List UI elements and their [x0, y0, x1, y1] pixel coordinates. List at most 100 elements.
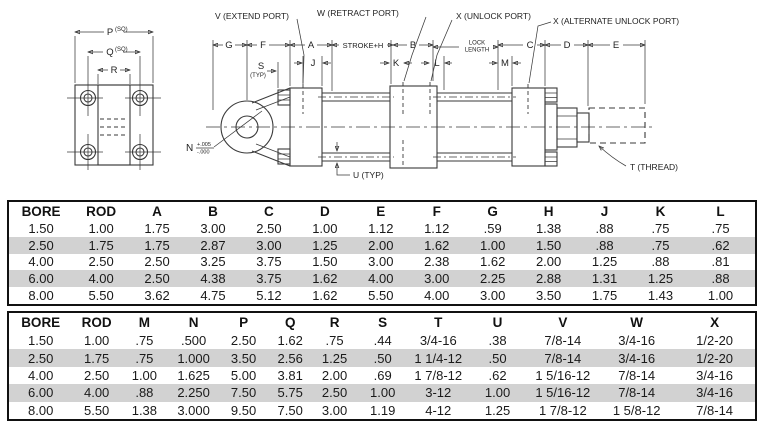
table-cell: 2.00: [535, 254, 562, 270]
dim-label-g: G: [225, 40, 232, 51]
table-cell: 4.00: [368, 271, 394, 287]
table-cell: 5.50: [88, 288, 114, 304]
table-cell: 1.62: [312, 271, 338, 287]
table-cell: .88: [651, 254, 670, 270]
table-cell: 3/4-16: [618, 333, 656, 349]
column-header: BORE: [21, 315, 61, 330]
table-cell: 2.00: [321, 367, 348, 383]
dim-label-j: J: [311, 58, 316, 69]
table-cell: 3-12: [425, 385, 452, 401]
table-cell: 1.50: [28, 333, 54, 349]
dim-label-n-tol-plus: +.005: [197, 142, 211, 148]
column-header: V: [558, 315, 568, 330]
table-cell: 2.250: [177, 385, 210, 401]
table-cell: 1.00: [707, 288, 734, 304]
table-cell: 2.50: [28, 237, 54, 253]
table-cell: 1.12: [424, 220, 450, 236]
table-cell: 3.75: [256, 254, 282, 270]
table-cell: .88: [135, 385, 154, 401]
table-cell: 4.00: [83, 385, 110, 401]
table-cell: .75: [135, 333, 154, 349]
table-cell: 1/2-20: [696, 350, 734, 366]
table-cell: 5.75: [277, 385, 303, 401]
column-header: ROD: [81, 315, 112, 330]
retract-port-label: W (RETRACT PORT): [317, 8, 399, 18]
table-cell: 4.00: [88, 271, 114, 287]
table-cell: 1.25: [484, 402, 511, 418]
table-cell: 1.62: [312, 288, 338, 304]
table-cell: 8.00: [28, 402, 54, 418]
table-cell: 2.25: [480, 271, 506, 287]
table-cell: 5.12: [256, 288, 282, 304]
table-cell: 7/8-14: [618, 367, 656, 383]
table-cell: 2.50: [88, 254, 114, 270]
table-cell: .500: [180, 333, 207, 349]
table-cell: 3.00: [368, 254, 394, 270]
dim-label-l: L: [434, 58, 439, 69]
table-cell: 1.75: [591, 288, 618, 304]
table-cell: 1.75: [88, 237, 114, 253]
table-cell: 1.62: [277, 333, 303, 349]
table-cell: 3.81: [277, 367, 303, 383]
table-cell: 2.00: [368, 237, 394, 253]
table-cell: 3.00: [256, 237, 282, 253]
table-cell: 2.87: [200, 237, 226, 253]
table-cell: 1.00: [131, 367, 158, 383]
column-header: N: [188, 315, 199, 330]
dim-label-d: D: [564, 40, 571, 51]
column-header: P: [239, 315, 249, 330]
column-header: K: [655, 203, 666, 219]
table-cell: 2.50: [230, 333, 257, 349]
table-cell: 7.50: [230, 385, 257, 401]
table-cell: 1 5/16-12: [535, 385, 591, 401]
column-header: H: [543, 203, 554, 219]
table-cell: .75: [711, 220, 730, 236]
extend-port-label: V (EXTEND PORT): [215, 11, 289, 21]
table-cell: 7/8-14: [618, 385, 656, 401]
table-cell: 3/4-16: [618, 350, 656, 366]
table-cell: 3.000: [177, 402, 210, 418]
table-cell: 3.00: [321, 402, 348, 418]
table-cell: 3/4-16: [696, 367, 734, 383]
table-cell: 5.50: [368, 288, 394, 304]
dim-label-m: M: [501, 58, 509, 69]
table-cell: 3.00: [424, 271, 450, 287]
table-cell: 1.00: [88, 220, 114, 236]
column-header: A: [152, 203, 162, 219]
table-cell: 1.00: [484, 385, 511, 401]
table-cell: .50: [488, 350, 507, 366]
column-header: BORE: [21, 203, 61, 219]
table-cell: 5.00: [230, 367, 257, 383]
table-cell: 1.25: [312, 237, 338, 253]
table-cell: 3.00: [480, 288, 506, 304]
table-cell: 1.75: [144, 220, 170, 236]
dim-label-f: F: [260, 40, 266, 51]
table-cell: .69: [373, 367, 392, 383]
dim-label-t: T (THREAD): [630, 162, 678, 172]
cylinder-side-view: [206, 82, 656, 169]
dim-label-length: LENGTH: [465, 48, 489, 54]
dim-label-s-typ: (TYP): [250, 73, 266, 79]
table-cell: 1.00: [370, 385, 396, 401]
table-cell: 6.00: [28, 385, 54, 401]
column-header: R: [329, 315, 340, 330]
table-cell: 2.50: [83, 367, 110, 383]
column-header: L: [716, 203, 725, 219]
engineering-drawing: P (SQ) Q (SQ) R: [67, 8, 679, 180]
table-cell: 4-12: [425, 402, 452, 418]
table-cell: 1/2-20: [696, 333, 734, 349]
table-cell: 4.00: [424, 288, 450, 304]
table-cell: 1.50: [28, 220, 54, 236]
column-header: G: [487, 203, 498, 219]
table-cell: 2.88: [535, 271, 562, 287]
table-cell: 1.75: [83, 350, 110, 366]
table-cell: .88: [595, 220, 614, 236]
